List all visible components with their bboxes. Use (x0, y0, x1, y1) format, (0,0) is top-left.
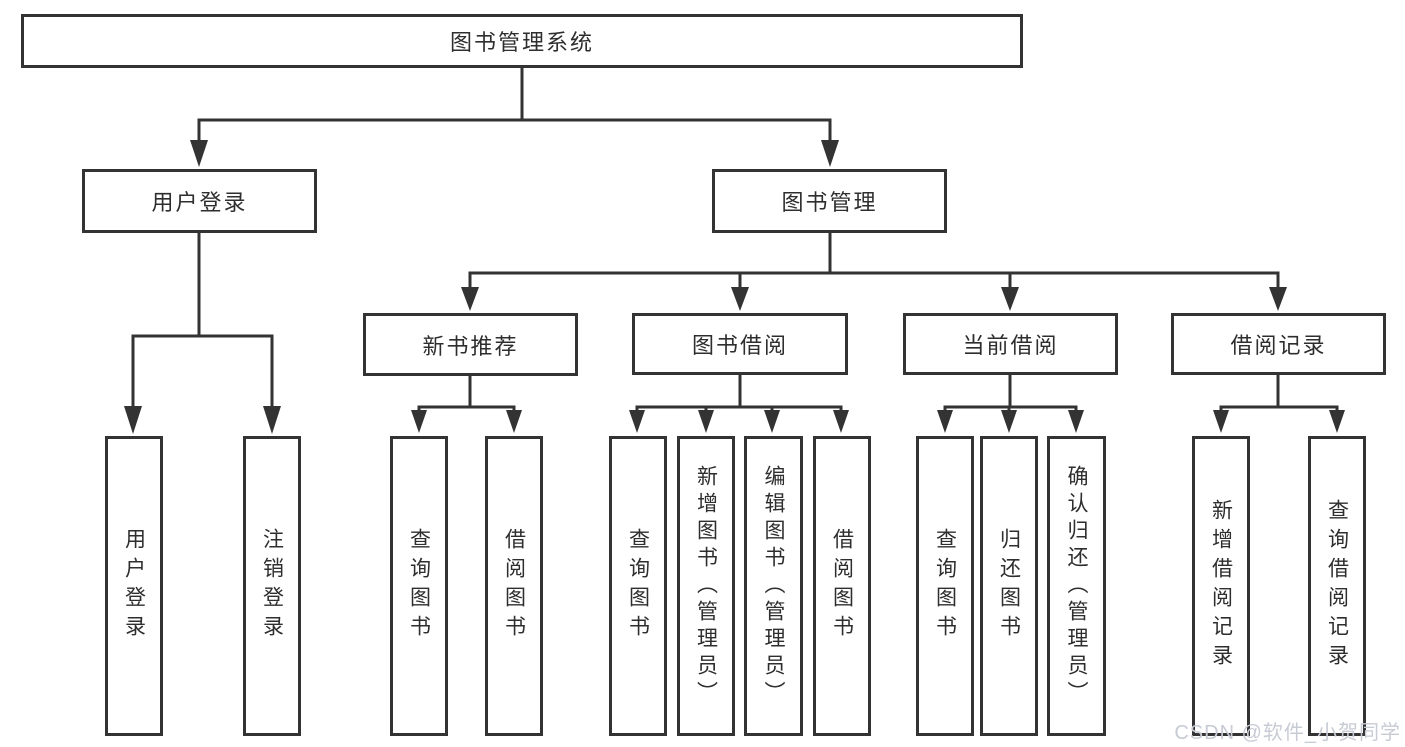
arrow-down-icon (698, 410, 714, 433)
leaf-label: 借阅图书 (830, 528, 854, 644)
arrow-down-icon (629, 410, 645, 433)
node-label: 新书推荐 (422, 333, 519, 359)
leaf-label: 新增图书（管理员） (694, 464, 718, 708)
leaf-borrowing-query-books: 查询图书 (609, 436, 667, 736)
arrow-down-icon (821, 140, 839, 167)
leaf-user-login: 用户登录 (105, 436, 163, 736)
node-label: 当前借阅 (962, 333, 1059, 358)
arrow-down-icon (1329, 410, 1345, 433)
connector-user-login (124, 233, 281, 434)
arrow-down-icon (731, 287, 749, 311)
arrow-down-icon (411, 410, 427, 433)
leaf-current-return-books: 归还图书 (980, 436, 1038, 736)
leaf-label: 用户登录 (122, 528, 146, 644)
leaf-new-books-borrow-books: 借阅图书 (485, 436, 543, 736)
arrow-down-icon (1269, 287, 1287, 311)
node-book-management: 图书管理 (712, 169, 947, 233)
node-book-borrowing: 图书借阅 (632, 313, 848, 375)
arrow-down-icon (1001, 410, 1017, 433)
leaf-borrowing-add-books-admin: 新增图书（管理员） (677, 436, 735, 736)
arrow-down-icon (506, 410, 522, 433)
node-book-management-system: 图书管理系统 (21, 14, 1023, 68)
leaf-label: 编辑图书（管理员） (762, 464, 785, 708)
node-new-book-recommend: 新书推荐 (363, 313, 578, 376)
node-user-login: 用户登录 (82, 169, 317, 233)
leaf-current-confirm-return-admin: 确认归还（管理员） (1047, 436, 1106, 736)
leaf-records-add-borrow-record: 新增借阅记录 (1192, 436, 1250, 736)
arrow-down-icon (1001, 287, 1019, 311)
leaf-current-query-books: 查询图书 (916, 436, 974, 736)
leaf-label: 新增借阅记录 (1209, 499, 1233, 673)
node-label: 图书借阅 (691, 333, 788, 358)
node-label: 图书管理 (781, 190, 878, 215)
node-borrowing-records: 借阅记录 (1171, 313, 1386, 375)
arrow-down-icon (461, 287, 479, 311)
leaf-label: 确认归还（管理员） (1065, 464, 1088, 708)
node-label: 图书管理系统 (449, 30, 594, 55)
connector-borrow-records (1213, 375, 1345, 433)
leaf-label: 归还图书 (997, 528, 1021, 644)
node-label: 用户登录 (151, 190, 248, 215)
leaf-label: 查询图书 (933, 528, 957, 644)
node-label: 借阅记录 (1230, 333, 1327, 358)
connector-new-books (411, 375, 522, 433)
arrow-down-icon (1213, 410, 1229, 433)
leaf-borrowing-borrow-books: 借阅图书 (813, 436, 871, 736)
arrow-down-icon (190, 140, 208, 167)
csdn-watermark: CSDN @软件_小贺同学 (1174, 722, 1401, 744)
leaf-logout-login: 注销登录 (243, 436, 301, 736)
leaf-new-books-query-books: 查询图书 (390, 436, 448, 736)
arrow-down-icon (937, 410, 953, 433)
node-current-borrowing: 当前借阅 (903, 313, 1118, 375)
connector-root (190, 68, 839, 167)
leaf-label: 查询借阅记录 (1325, 499, 1349, 673)
arrow-down-icon (124, 406, 142, 434)
arrow-down-icon (1068, 410, 1084, 433)
leaf-label: 查询图书 (407, 528, 431, 644)
leaf-label: 查询图书 (626, 528, 650, 644)
connector-current-borrow (937, 375, 1084, 433)
connector-book-mgmt (461, 233, 1287, 311)
arrow-down-icon (764, 410, 780, 433)
leaf-label: 注销登录 (260, 528, 284, 644)
arrow-down-icon (263, 406, 281, 434)
leaf-records-query-borrow-record: 查询借阅记录 (1308, 436, 1366, 736)
leaf-borrowing-edit-books-admin: 编辑图书（管理员） (744, 436, 803, 736)
arrow-down-icon (833, 410, 849, 433)
leaf-label: 借阅图书 (502, 528, 526, 644)
connector-book-borrow (629, 374, 849, 433)
